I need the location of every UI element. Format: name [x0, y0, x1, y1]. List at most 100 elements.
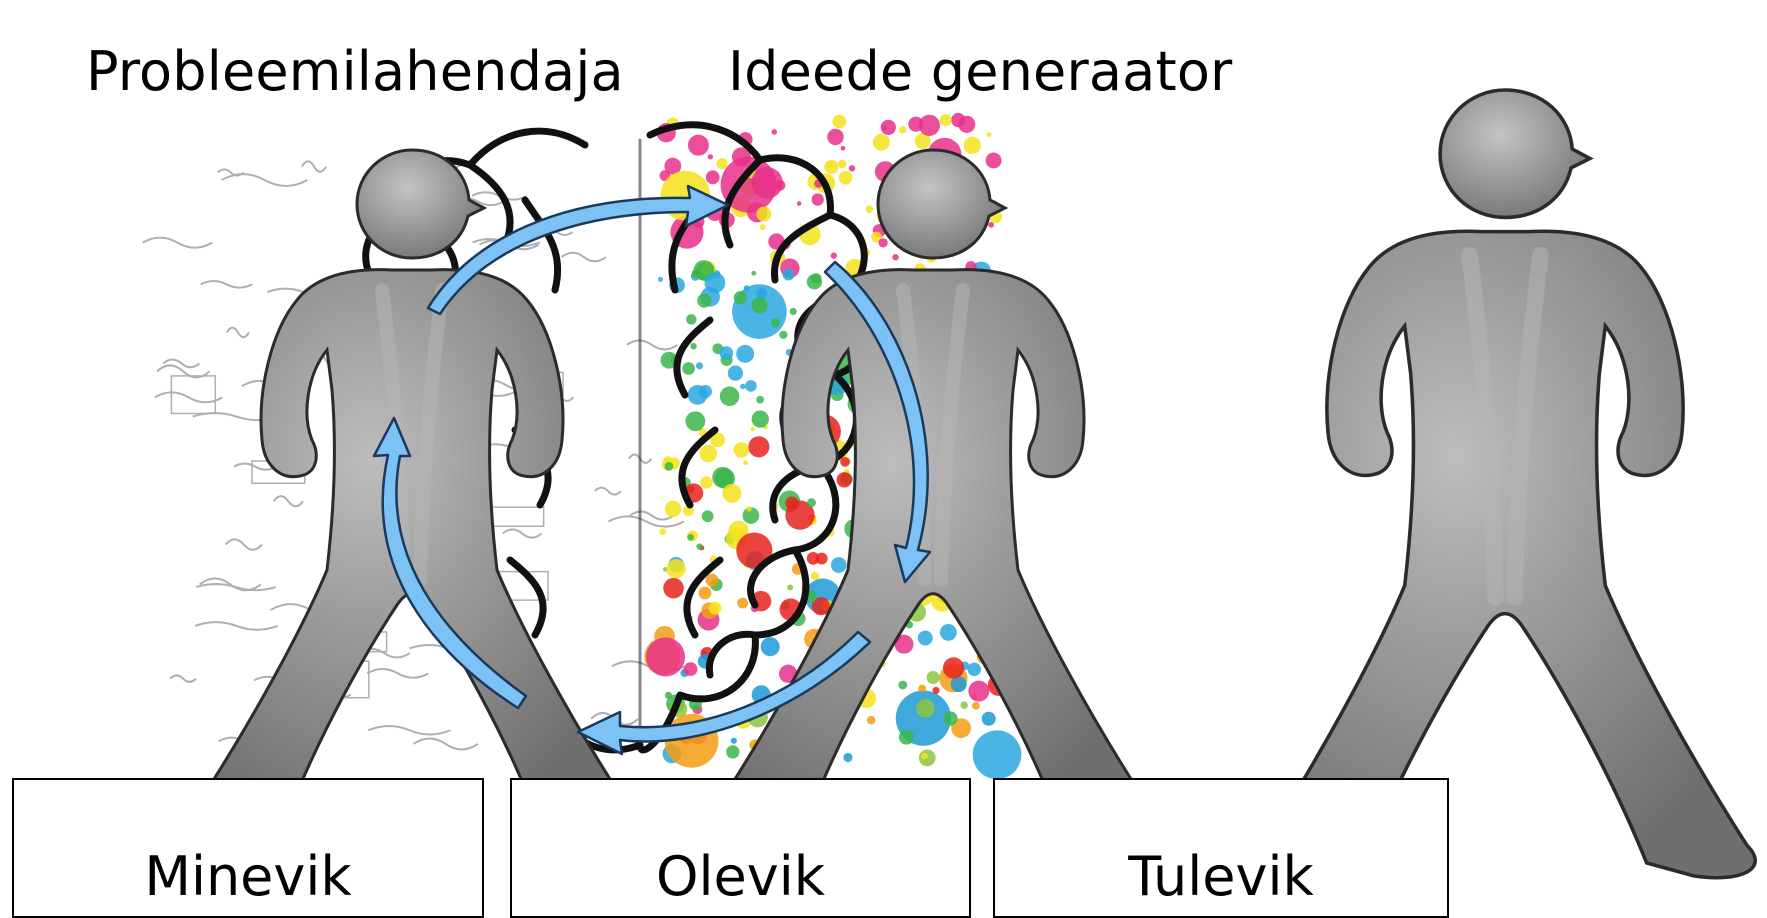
math-scribble — [368, 726, 450, 734]
paint-dot — [743, 460, 748, 465]
paint-dot — [932, 687, 939, 694]
paint-dot — [684, 662, 698, 676]
paint-dot — [811, 273, 821, 283]
paint-dot — [702, 510, 714, 522]
paint-dot — [787, 584, 793, 590]
paint-dot — [782, 269, 794, 281]
math-scribble — [503, 529, 542, 537]
paint-dot — [731, 738, 737, 744]
paint-dot — [659, 528, 666, 535]
math-scribble — [218, 169, 244, 175]
figure-body — [200, 270, 624, 818]
paint-dot — [843, 753, 852, 762]
paint-dot — [927, 671, 940, 684]
paint-dot — [812, 193, 824, 205]
paint-dot — [921, 753, 928, 760]
paint-dot — [744, 285, 750, 291]
paint-dot — [940, 624, 957, 641]
math-scribble — [413, 738, 477, 749]
paint-dot — [690, 343, 696, 349]
paint-dot — [745, 380, 757, 392]
paint-dot — [831, 557, 847, 573]
paint-dot — [807, 498, 816, 507]
paint-dot — [867, 716, 876, 725]
math-scribble — [226, 539, 262, 549]
paint-dot — [982, 712, 996, 726]
paint-dot — [751, 271, 756, 276]
paint-dot — [988, 222, 994, 228]
math-scribble — [302, 161, 326, 171]
paint-dot — [663, 578, 684, 599]
math-scribble — [143, 238, 212, 248]
paint-dot — [733, 442, 749, 458]
paint-dot — [831, 253, 837, 259]
paint-dot — [838, 160, 846, 168]
figure-head — [878, 150, 1005, 258]
math-scribble — [227, 328, 249, 338]
paint-dot — [840, 457, 850, 467]
math-scribble — [274, 496, 303, 506]
paint-dot — [748, 436, 769, 457]
paint-dot — [916, 699, 935, 718]
paint-dot — [841, 146, 846, 151]
paint-dot — [756, 206, 771, 221]
paint-dot — [837, 472, 852, 487]
paint-dot — [665, 501, 682, 518]
paint-dot — [968, 681, 989, 702]
paint-dot — [720, 387, 739, 406]
paint-dot — [986, 153, 1002, 169]
paint-dot — [709, 602, 722, 615]
paint-dot — [878, 238, 887, 247]
time-label-future: Tulevik — [995, 845, 1447, 908]
paint-dot — [700, 445, 718, 463]
paint-dot — [734, 291, 747, 304]
paint-dot — [688, 135, 709, 156]
paint-dot — [807, 552, 820, 565]
paint-dot — [687, 534, 694, 541]
paint-dot — [705, 272, 726, 293]
paint-dot — [716, 158, 727, 169]
paint-dot — [958, 116, 975, 133]
math-scribble — [627, 340, 678, 349]
time-label-present: Olevik — [512, 845, 969, 908]
paint-dot — [790, 308, 797, 315]
figure-head — [1440, 90, 1590, 217]
paint-dot — [785, 496, 799, 510]
math-box — [171, 376, 215, 414]
math-scribble — [595, 488, 621, 495]
paint-dot — [918, 685, 926, 693]
paint-dot — [943, 657, 964, 678]
math-scribble — [195, 622, 278, 630]
paint-dot — [752, 410, 769, 427]
paint-dot — [756, 396, 764, 404]
paint-dot — [751, 427, 755, 431]
paint-dot — [899, 730, 914, 745]
paint-dot — [811, 572, 819, 580]
paint-dot — [779, 331, 787, 339]
paint-dot — [972, 702, 980, 710]
paint-dot — [706, 170, 720, 184]
math-scribble — [562, 253, 606, 262]
paint-dot — [737, 598, 748, 609]
person-figure-future — [1255, 90, 1755, 878]
paint-dot — [658, 277, 663, 282]
paint-dot — [682, 362, 695, 375]
paint-dot — [771, 318, 780, 327]
paint-dot — [726, 745, 739, 758]
paint-dot — [700, 476, 712, 488]
paint-dot — [866, 205, 874, 213]
paint-dot — [747, 506, 752, 511]
paint-dot — [797, 201, 802, 206]
paint-dot — [826, 161, 832, 167]
time-box-present: Olevik — [510, 778, 971, 918]
paint-dot — [740, 384, 745, 389]
paint-dot — [685, 411, 705, 431]
paint-dot — [699, 385, 712, 398]
paint-dot — [898, 681, 907, 690]
math-scribble — [367, 669, 428, 678]
paint-dot — [964, 137, 981, 154]
paint-dot — [987, 132, 992, 137]
paint-dot — [686, 314, 697, 325]
